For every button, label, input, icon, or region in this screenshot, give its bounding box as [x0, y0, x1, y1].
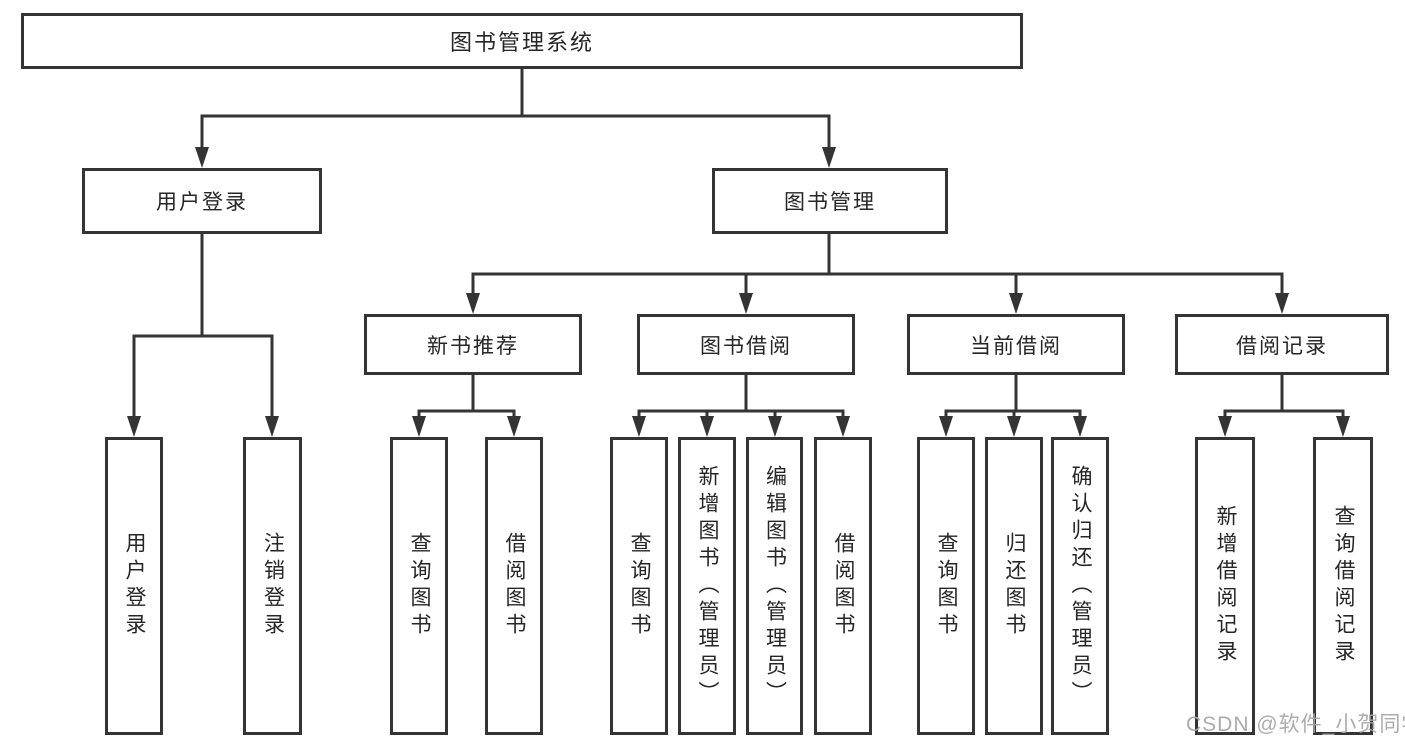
leaf-borrow-books: 借阅图书: [814, 437, 872, 735]
leaf-query-borrow-record: 查询借阅记录: [1313, 437, 1373, 735]
leaf-query-books-current: 查询图书: [917, 437, 975, 735]
node-user-login-label: 用户登录: [156, 191, 248, 214]
node-book-borrowing: 图书借阅: [637, 314, 855, 375]
node-library-system: 图书管理系统: [21, 13, 1023, 69]
leaf-query-books-recommend: 查询图书: [390, 437, 448, 735]
leaf-add-book-admin: 新增图书（管理员）: [678, 437, 736, 735]
node-current-borrowing-label: 当前借阅: [970, 334, 1062, 358]
leaf-edit-book-admin: 编辑图书（管理员）: [746, 437, 803, 735]
node-borrowing-records: 借阅记录: [1175, 314, 1389, 375]
node-current-borrowing: 当前借阅: [907, 314, 1125, 375]
node-book-borrowing-label: 图书借阅: [700, 334, 792, 358]
node-library-system-label: 图书管理系统: [449, 30, 594, 55]
leaf-borrow-books-recommend: 借阅图书: [485, 437, 543, 735]
node-borrowing-records-label: 借阅记录: [1236, 334, 1328, 358]
leaf-add-borrow-record: 新增借阅记录: [1195, 437, 1255, 735]
arrowheads: [127, 147, 1350, 437]
leaf-user-login: 用户登录: [105, 437, 163, 735]
leaf-return-books: 归还图书: [985, 437, 1043, 735]
node-new-book-recommendation-label: 新书推荐: [427, 334, 519, 358]
leaf-query-books-borrow: 查询图书: [610, 437, 668, 735]
leaf-confirm-return-admin: 确认归还（管理员）: [1051, 437, 1109, 735]
node-book-management-label: 图书管理: [784, 191, 876, 214]
node-user-login: 用户登录: [82, 168, 322, 234]
node-new-book-recommendation: 新书推荐: [364, 314, 582, 375]
leaf-logout: 注销登录: [243, 437, 302, 735]
watermark: CSDN @软件_小贺同学: [1186, 713, 1405, 736]
node-book-management: 图书管理: [712, 168, 948, 234]
